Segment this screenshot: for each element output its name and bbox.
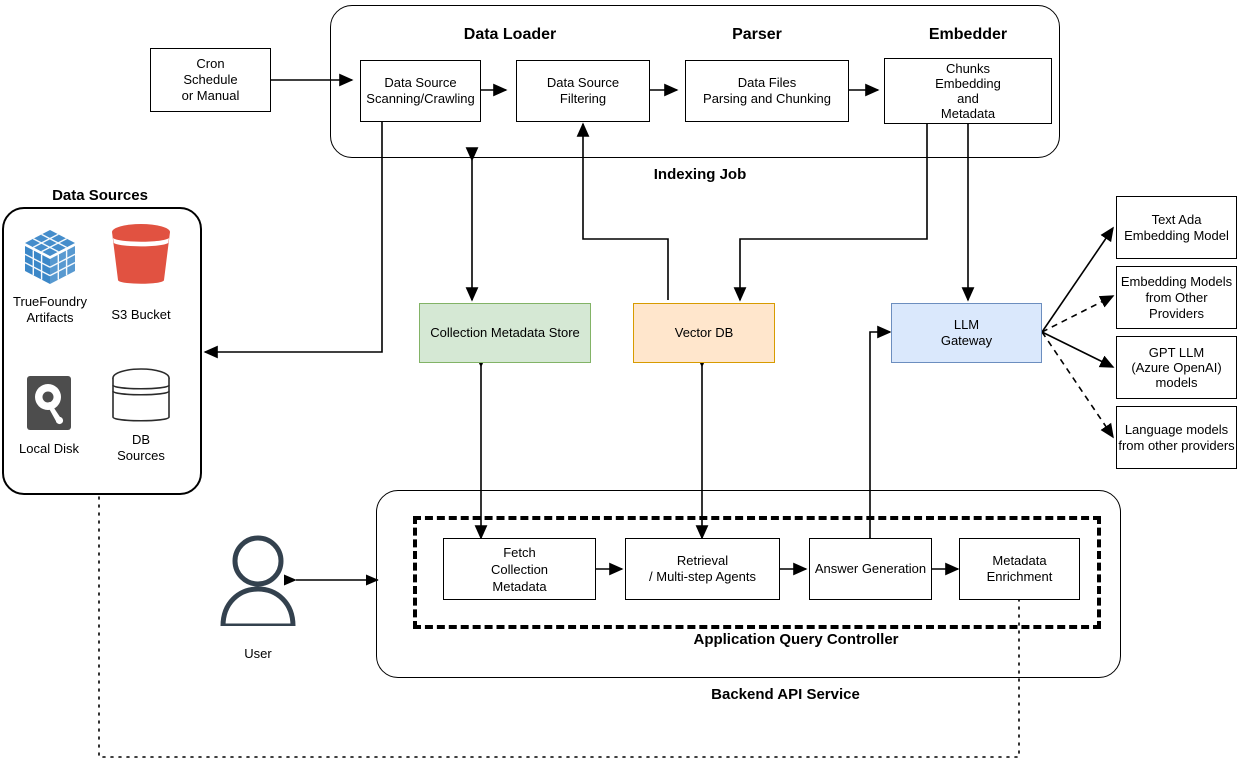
local-disk-label: Local Disk [8,441,90,457]
stage-label-data-loader: Data Loader [463,26,557,43]
database-icon [110,367,172,434]
mp3-line-1: Language models [1124,421,1229,437]
qs0-line-2: Collection [490,561,549,577]
collection-metadata-store-box[interactable]: Collection Metadata Store [419,303,591,363]
qs3-line-2: Enrichment [986,569,1053,584]
mp1-line-2: from Other Providers [1145,289,1208,321]
ce-line-3: and [957,91,979,106]
dfp-line-2: Parsing and Chunking [703,91,831,106]
bucket-icon [109,222,173,291]
fetch-collection-metadata-box[interactable]: Fetch Collection Metadata [443,538,596,600]
llm-gateway-box[interactable]: LLM Gateway [891,303,1042,363]
stage-label-embedder: Embedder [928,26,1008,43]
mp2-line-3: models [1155,375,1198,390]
dsf-line-2: Filtering [559,91,607,106]
llmg-line-1: LLM [953,317,980,332]
text-ada-embedding-model-box[interactable]: Text Ada Embedding Model [1116,196,1237,259]
harddisk-icon [26,375,72,436]
truefoundry-artifacts-label: TrueFoundry Artifacts [5,294,95,326]
tfa-line-1: TrueFoundry [13,294,87,309]
data-sources-group [2,207,202,495]
qs3-line-1: Metadata [992,553,1047,568]
db-line-1: DB [131,432,151,447]
data-source-scanning-box[interactable]: Data Source Scanning/Crawling [360,60,481,122]
cron-line-1: Cron [196,56,225,71]
ce-line-4: Metadata [940,106,996,121]
qs0-line-1: Fetch [503,544,536,560]
mp0-line-2: Embedding Model [1124,227,1229,243]
cube-icon [22,228,78,291]
s3-bucket-label: S3 Bucket [100,307,182,323]
ld-line-1: Local Disk [19,441,79,456]
vector-db-box[interactable]: Vector DB [633,303,775,363]
data-source-filtering-box[interactable]: Data Source Filtering [516,60,650,122]
dss-line-1: Data Source [384,75,457,90]
backend-api-service-label: Backend API Service [711,686,860,703]
user-icon [219,533,297,631]
mp1-line-1: Embedding Models [1120,273,1233,289]
data-files-parsing-box[interactable]: Data Files Parsing and Chunking [685,60,849,122]
retrieval-multi-step-agents-box[interactable]: Retrieval / Multi-step Agents [625,538,780,600]
qs0-line-3: Metadata [492,578,547,594]
cron-schedule-box[interactable]: Cron Schedule or Manual [150,48,271,112]
stage-label-parser: Parser [732,26,782,43]
ce-line-1: Chunks [945,61,991,76]
indexing-job-group [330,5,1060,158]
mp3-line-2: from other providers [1118,437,1235,453]
dsf-line-1: Data Source [546,75,620,90]
cron-line-2: Schedule [183,72,238,87]
chunks-embedding-box[interactable]: Chunks Embedding and Metadata [884,58,1052,124]
dfp-line-1: Data Files [737,75,797,90]
metadata-enrichment-box[interactable]: Metadata Enrichment [959,538,1080,600]
answer-generation-box[interactable]: Answer Generation [809,538,932,600]
llmg-line-2: Gateway [940,333,993,348]
s3-line-1: S3 Bucket [111,307,171,322]
mp2-line-1: GPT LLM [1148,345,1205,360]
application-query-controller-label: Application Query Controller [693,631,899,648]
dss-line-2: Scanning/Crawling [366,91,475,106]
backend-api-service-group [376,490,1121,678]
mp0-line-1: Text Ada [1151,211,1202,227]
tfa-line-2: Artifacts [26,310,74,325]
user-label: User [244,646,272,661]
application-query-controller-group [413,516,1101,629]
embedding-models-other-providers-box[interactable]: Embedding Models from Other Providers [1116,266,1237,329]
db-sources-label: DB Sources [100,432,182,464]
language-models-other-providers-box[interactable]: Language models from other providers [1116,406,1237,469]
data-sources-label: Data Sources [52,187,148,204]
gpt-llm-azure-openai-box[interactable]: GPT LLM (Azure OpenAI) models [1116,336,1237,399]
db-line-2: Sources [117,448,165,463]
qs2-line-1: Answer Generation [814,561,927,576]
indexing-job-label: Indexing Job [653,166,747,183]
qs1-line-2: / Multi-step Agents [649,569,756,584]
qs1-line-1: Retrieval [676,553,729,568]
mp2-line-2: (Azure OpenAI) [1131,360,1222,375]
cron-line-3: or Manual [181,88,240,103]
ce-line-2: Embedding [935,76,1001,91]
